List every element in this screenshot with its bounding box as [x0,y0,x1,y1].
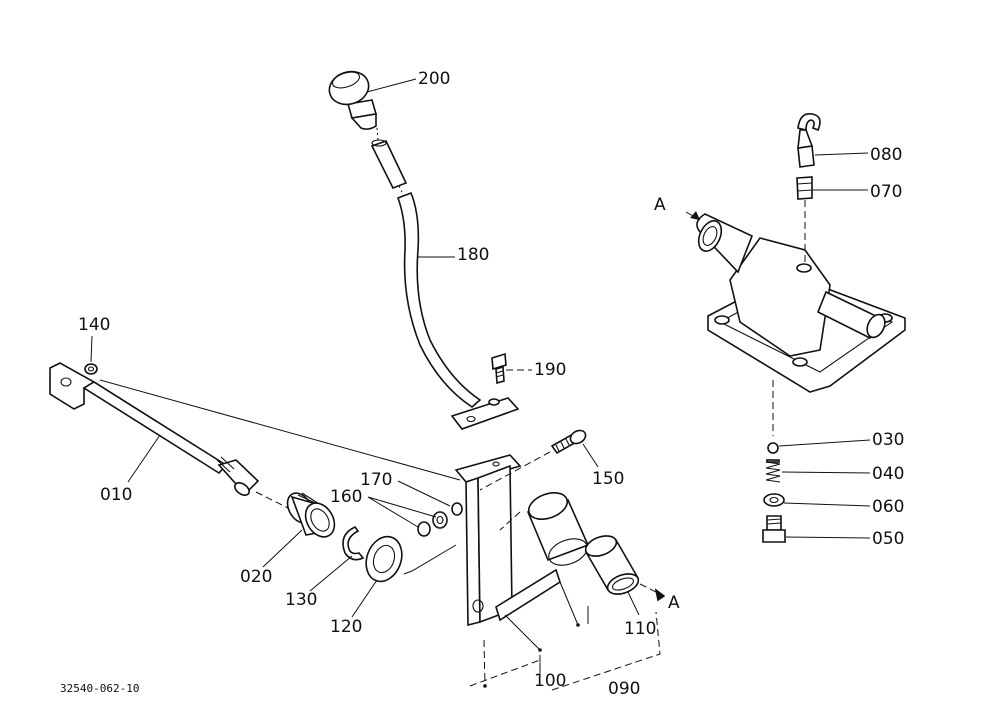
label-170: 170 [360,470,392,490]
collar [526,492,590,566]
knob-200 [328,70,378,130]
label-070: 070 [870,182,902,202]
nut-140 [84,363,98,375]
rod-segment [370,139,408,190]
label-140: 140 [78,315,110,335]
label-050: 050 [872,529,904,549]
label-130: 130 [285,590,317,610]
label-160: 160 [330,487,362,507]
bushing-110 [584,535,640,595]
fitting-070 [796,176,813,200]
label-150: 150 [592,469,624,489]
label-180: 180 [457,245,489,265]
ball-030 [767,442,779,454]
spring-040 [765,459,781,483]
washer-060 [763,493,785,507]
plug-050 [762,515,786,543]
label-190: 190 [534,360,566,380]
view-marker-a-bottom: A [668,593,680,613]
label-120: 120 [330,617,362,637]
nut-170 [451,502,463,516]
boot-020 [286,492,336,538]
label-030: 030 [872,430,904,450]
dimension-brackets [469,581,661,691]
label-040: 040 [872,464,904,484]
view-marker-a-top: A [654,195,666,215]
shift-lever-180 [396,191,520,430]
label-200: 200 [418,69,450,89]
bolt-190 [491,352,507,385]
washer-120 [365,535,403,583]
nut-160 [417,511,448,537]
arm-100 [454,454,561,627]
label-020: 020 [240,567,272,587]
drawing-reference-number: 32540-062-10 [60,682,139,695]
bolt-150 [550,429,587,455]
label-060: 060 [872,497,904,517]
label-110: 110 [624,619,656,639]
hook-080 [797,112,821,168]
snap-ring-130 [342,525,365,561]
label-010: 010 [100,485,132,505]
label-100: 100 [534,671,566,691]
label-080: 080 [870,145,902,165]
housing [696,213,906,393]
label-090: 090 [608,679,640,699]
shaft-010 [49,362,260,496]
